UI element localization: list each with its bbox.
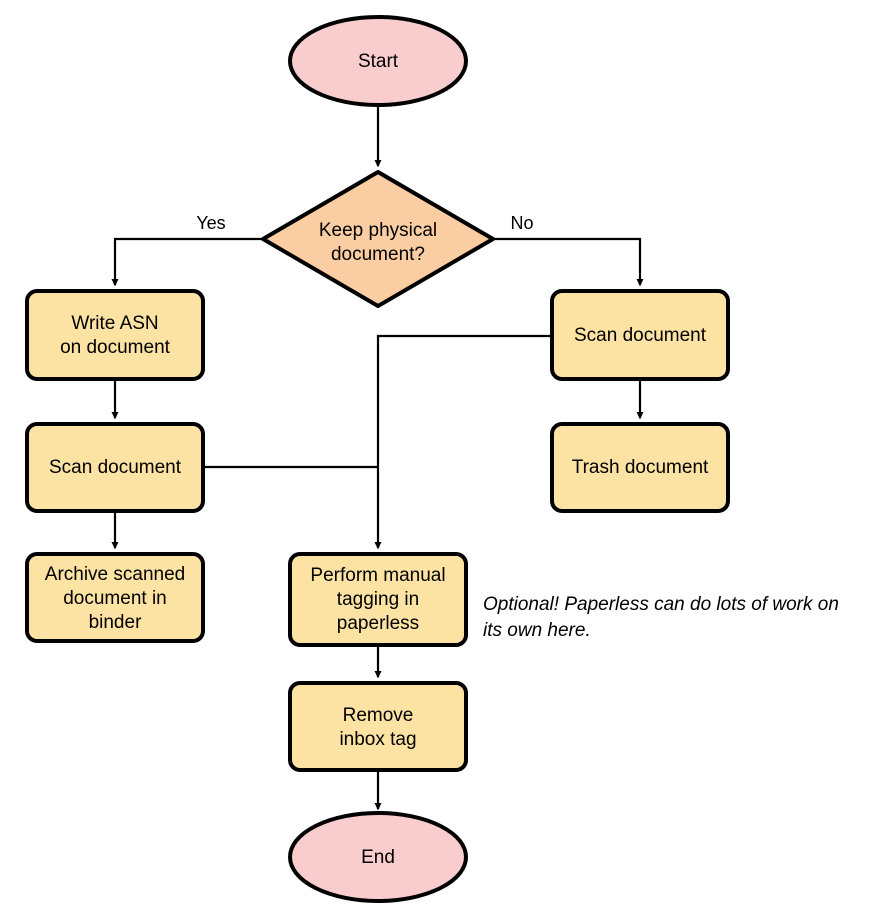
edge-label-yes: Yes — [196, 213, 225, 233]
end-label: End — [361, 847, 395, 868]
tagging-label-line2: tagging in — [337, 589, 419, 610]
scan-document-left-box — [25, 422, 205, 513]
edge-label-no: No — [510, 213, 533, 233]
node-trash-document[interactable]: Trash document — [550, 422, 730, 513]
node-decision-keep-physical-document[interactable]: Keep physical document? — [261, 170, 495, 308]
scan-document-left-label: Scan document — [49, 457, 182, 478]
remove-inbox-label-line2: inbox tag — [339, 729, 416, 750]
write-asn-box — [25, 289, 205, 381]
trash-document-box — [550, 422, 730, 513]
node-scan-document-right[interactable]: Scan document — [550, 289, 730, 381]
optional-note: Optional! Paperless can do lots of work … — [483, 594, 839, 641]
write-asn-label-line2: on document — [60, 337, 171, 358]
start-label: Start — [358, 51, 399, 72]
node-archive-scanned-document[interactable]: Archive scanned document in binder — [25, 552, 205, 643]
connector-layer — [111, 105, 644, 811]
end-ellipse — [288, 811, 468, 903]
archive-label-line3: binder — [89, 612, 142, 633]
remove-inbox-box — [288, 681, 468, 772]
scan-document-right-label: Scan document — [574, 325, 707, 346]
optional-note-line1: Optional! Paperless can do lots of work … — [483, 594, 839, 615]
decision-diamond — [261, 170, 495, 308]
edge-decision-yes-to-write-asn — [111, 237, 263, 287]
tagging-box — [288, 552, 468, 647]
tagging-label-line3: paperless — [337, 613, 419, 634]
tagging-label-line1: Perform manual — [310, 565, 445, 586]
optional-note-line2: its own here. — [483, 620, 591, 641]
archive-label-line1: Archive scanned — [45, 564, 185, 585]
node-start[interactable]: Start — [288, 15, 468, 107]
start-ellipse — [288, 15, 468, 107]
trash-document-label: Trash document — [572, 457, 709, 478]
remove-inbox-label-line1: Remove — [343, 705, 414, 726]
edge-scan-right-to-tagging — [374, 334, 552, 550]
edge-decision-no-to-scan-right — [493, 237, 644, 287]
node-scan-document-left[interactable]: Scan document — [25, 422, 205, 513]
node-end[interactable]: End — [288, 811, 468, 903]
node-write-asn-on-document[interactable]: Write ASN on document — [25, 289, 205, 381]
archive-label-line2: document in — [63, 588, 167, 609]
decision-label-line1: Keep physical — [319, 220, 437, 241]
write-asn-label-line1: Write ASN — [71, 313, 158, 334]
scan-document-right-box — [550, 289, 730, 381]
node-perform-manual-tagging[interactable]: Perform manual tagging in paperless — [288, 552, 468, 647]
node-remove-inbox-tag[interactable]: Remove inbox tag — [288, 681, 468, 772]
archive-box — [25, 552, 205, 643]
decision-label-line2: document? — [331, 244, 425, 265]
